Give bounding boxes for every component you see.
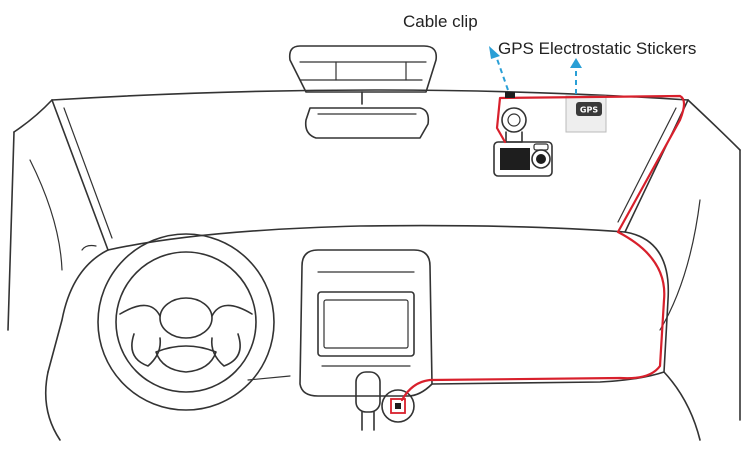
- windshield: [51, 89, 689, 251]
- center-console: [299, 249, 433, 397]
- cable-clip-label: Cable clip: [403, 12, 478, 31]
- steering-wheel-icon: [97, 233, 275, 411]
- dash-cam-icon: [493, 107, 553, 177]
- gps-stickers-label: GPS Electrostatic Stickers: [498, 39, 696, 58]
- gear-shift: [355, 371, 381, 431]
- gps-tag-label: GPS: [580, 106, 598, 115]
- cable-clip-icon: [505, 92, 515, 98]
- gps-module-icon: GPS: [565, 95, 607, 133]
- callout-arrows: [489, 46, 582, 94]
- power-cable: [400, 94, 686, 402]
- dashboard: [44, 224, 701, 441]
- car-charger-icon: [381, 389, 415, 423]
- rear-view-mirror-icon: [288, 45, 438, 139]
- right-side-window: [659, 99, 741, 421]
- left-side-window: [7, 99, 63, 331]
